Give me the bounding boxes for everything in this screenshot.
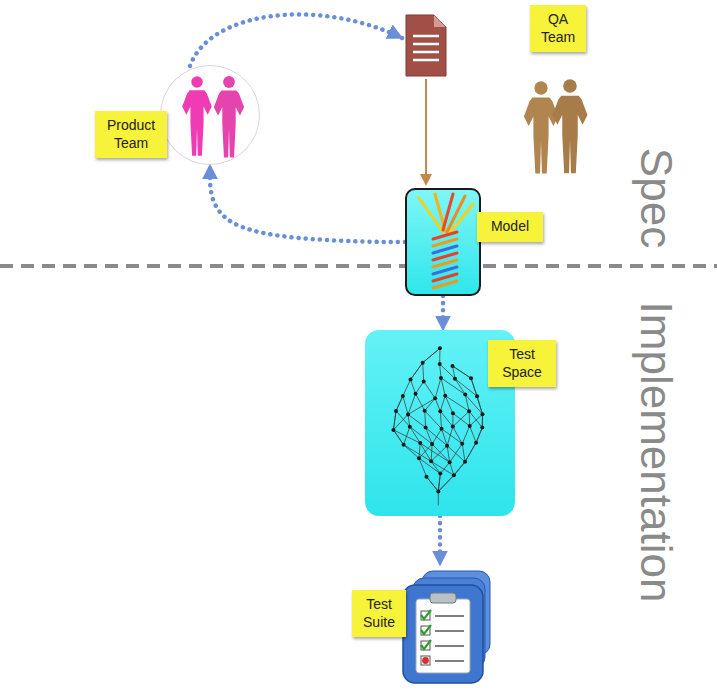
divider-line [0,264,717,268]
model-art [407,190,479,294]
suite-art [398,565,494,687]
sticky-note: Product Team [95,111,167,158]
phase-label: Implementation [631,302,681,603]
qa-figures [524,79,588,173]
team-circle: Product Team [160,65,260,165]
person-figure [553,79,588,173]
sticky-note: QA Team [530,5,586,52]
document-icon [406,15,446,76]
sticky-note: Model [477,212,543,242]
node-label: Test Space [493,346,551,381]
test-space-box: Test Space [365,330,515,516]
test-suite-icon: Test Suite [398,565,494,687]
flow-arrow [210,165,405,242]
team-note: QA Team [530,5,586,52]
phase-label: Spec [631,148,681,248]
team-art [161,66,259,164]
node-label: Product Team [100,117,162,152]
spec-arrow [420,79,432,186]
flow-arrow [438,516,443,565]
person-figure [524,81,558,173]
model-box: Model [405,188,481,296]
node-label: QA Team [535,11,581,46]
node-label: Model [482,218,538,236]
sticky-note: Test Suite [352,590,406,637]
sticky-note: Test Space [488,340,556,387]
feedback-arrow [190,14,402,66]
node-label: Test Suite [357,596,401,631]
person-figure [182,76,212,156]
flow-arrow [441,296,446,330]
person-figure [214,76,244,157]
state-graph [391,346,484,505]
